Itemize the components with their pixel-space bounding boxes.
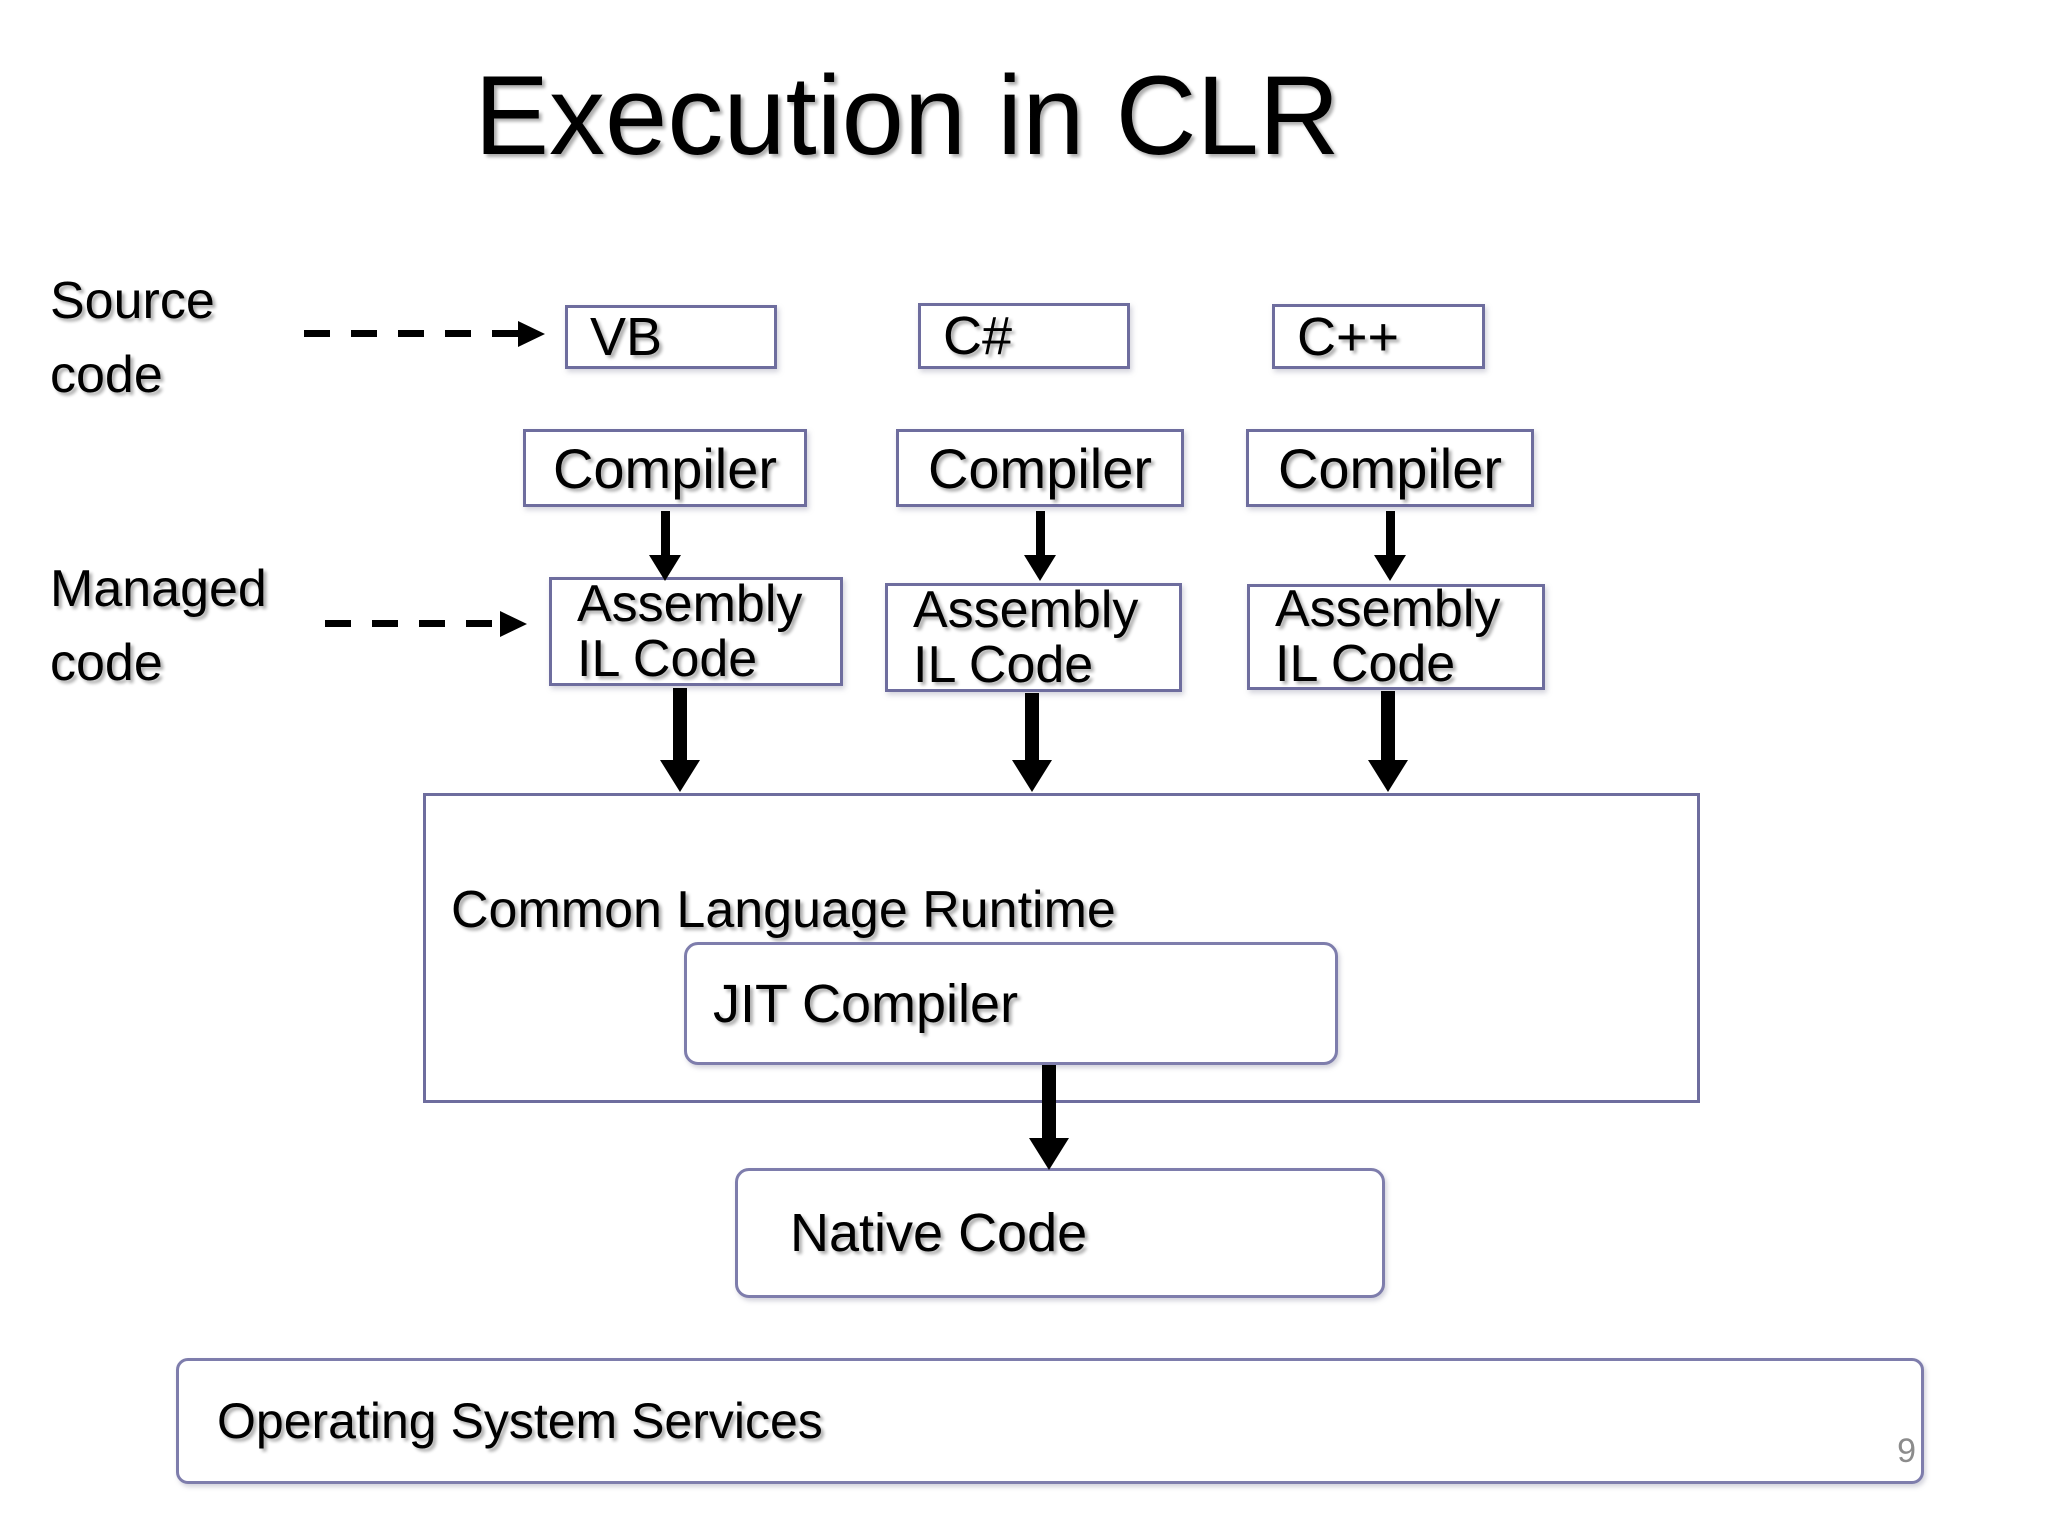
arrow-assembly2-to-clr xyxy=(1012,693,1052,792)
dashed-arrow-managed-head-icon xyxy=(500,610,527,637)
compiler-box-2-label: Compiler xyxy=(927,436,1153,500)
arrow-head-icon xyxy=(1012,760,1052,792)
language-box-cpp: C++ xyxy=(1272,304,1485,369)
os-services-label: Operating System Services xyxy=(217,1393,823,1449)
assembly-box-1: Assembly IL Code xyxy=(549,574,843,688)
arrow-assembly3-to-clr xyxy=(1368,691,1408,792)
arrow-head-icon xyxy=(1368,760,1408,792)
compiler-box-1: Compiler xyxy=(523,429,807,507)
dashed-arrow-source-line xyxy=(304,330,518,337)
source-code-line2: code xyxy=(50,346,163,404)
native-code-box: Native Code xyxy=(735,1168,1385,1298)
assembly-box-1-line2: IL Code xyxy=(577,629,758,688)
managed-code-line1: Managed xyxy=(50,560,267,618)
dashed-arrow-managed-line xyxy=(325,620,500,627)
arrow-compiler3-to-assembly3 xyxy=(1374,511,1406,581)
slide-title: Execution in CLR xyxy=(474,53,1340,178)
clr-box: Common Language Runtime JIT Compiler xyxy=(423,793,1700,1103)
compiler-box-1-label: Compiler xyxy=(552,436,778,500)
language-box-cpp-label: C++ xyxy=(1297,306,1400,367)
dashed-arrow-managed-code xyxy=(325,610,527,637)
arrow-head-icon xyxy=(1374,555,1406,581)
assembly-box-2-line1: Assembly xyxy=(913,580,1139,639)
language-box-vb-label: VB xyxy=(590,307,663,367)
compiler-box-2: Compiler xyxy=(896,429,1184,507)
arrow-head-icon xyxy=(1024,555,1056,581)
arrow-head-icon xyxy=(660,760,700,792)
language-box-csharp: C# xyxy=(918,303,1130,369)
managed-code-line2: code xyxy=(50,634,163,692)
arrow-compiler2-to-assembly2 xyxy=(1024,511,1056,581)
source-code-line1: Source xyxy=(50,272,215,330)
managed-code-label: Managed code xyxy=(50,552,267,700)
arrow-assembly1-to-clr xyxy=(660,688,700,792)
compiler-box-3: Compiler xyxy=(1246,429,1534,507)
source-code-label: Source code xyxy=(50,264,215,412)
dashed-arrow-source-code xyxy=(304,320,545,347)
arrow-jit-to-native xyxy=(1029,1065,1069,1170)
assembly-box-3-line1: Assembly xyxy=(1275,580,1501,638)
assembly-box-3-line2: IL Code xyxy=(1275,635,1456,693)
jit-compiler-box: JIT Compiler xyxy=(684,942,1338,1065)
arrow-head-icon xyxy=(649,555,681,581)
clr-label: Common Language Runtime xyxy=(451,881,1116,939)
jit-compiler-label: JIT Compiler xyxy=(713,973,1019,1034)
os-services-box: Operating System Services xyxy=(176,1358,1924,1484)
arrow-head-icon xyxy=(1029,1138,1069,1170)
page-number: 9 xyxy=(1897,1432,1916,1470)
language-box-csharp-label: C# xyxy=(943,306,1013,366)
assembly-box-2: Assembly IL Code xyxy=(885,580,1182,694)
compiler-box-3-label: Compiler xyxy=(1277,436,1503,500)
dashed-arrow-source-head-icon xyxy=(518,320,545,347)
arrow-compiler1-to-assembly1 xyxy=(649,511,681,581)
assembly-box-2-line2: IL Code xyxy=(913,635,1094,694)
language-box-vb: VB xyxy=(565,305,777,369)
native-code-label: Native Code xyxy=(790,1203,1088,1263)
assembly-box-1-line1: Assembly xyxy=(577,574,803,633)
assembly-box-3: Assembly IL Code xyxy=(1247,582,1545,693)
